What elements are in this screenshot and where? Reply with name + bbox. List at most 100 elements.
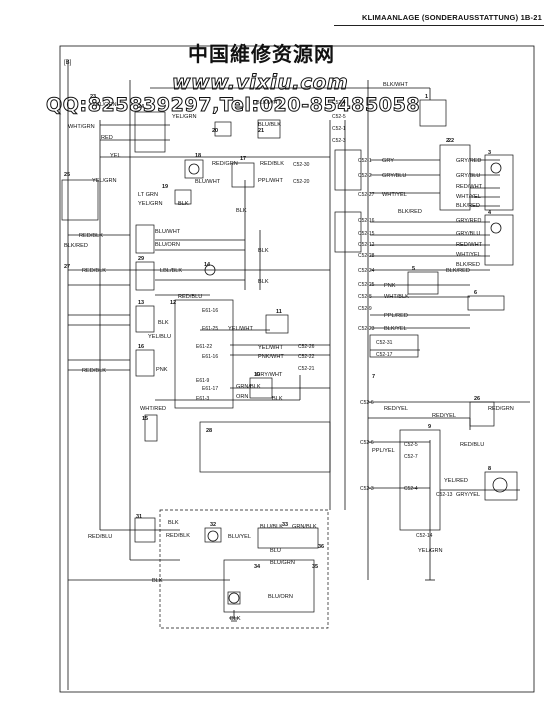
wire-label: BLU/GRN [270,560,295,566]
component-18 [184,159,204,179]
connector-tag: C52-1 [332,126,346,132]
connector-tag: C52-13 [436,492,453,498]
connector-tag: C52-7 [404,454,418,460]
wire-label: PPL/WHT [258,178,283,184]
connector-tag: C52-20 [293,179,310,185]
component-number: 25 [64,172,70,178]
wire-label: BLK/RED [446,268,470,274]
connector-tags: C52-4 C52-5 C52-1 C52-3 C52-30 C52-20 C5… [196,100,453,539]
connector-tag: E61-25 [202,326,218,332]
wire-label: GRY/BLU [456,231,480,237]
wire-label: GRN/BLK [292,524,317,530]
component-number: 20 [212,128,218,134]
wire-label: WHT/GRN [68,124,95,130]
component-number: 13 [138,300,144,306]
wire-label: YEL/GRN [138,201,163,207]
wire-label: BLK [230,616,241,622]
wire-label: YEL/GRN [172,114,197,120]
component-33 [257,527,319,549]
component-19 [174,189,192,205]
component-4 [484,214,514,266]
component-15 [144,414,158,442]
component-number: 10 [254,372,260,378]
component-number: 31 [136,514,142,520]
connector-tag: C52-17 [376,352,393,358]
wire-label: RED/YEL [432,413,456,419]
connector-tag: C52-22 [298,354,315,360]
wire-label: YEL/WHT [228,326,253,332]
connector-tag: C52-2 [358,173,372,179]
wire-label: RED/BLK [82,368,106,374]
component-5 [407,271,439,295]
component-number: 23 [90,94,96,100]
wire-label: WHT/YEL [382,192,407,198]
wire-label: BLK/RED [398,209,422,215]
connector-tag: C52-21 [298,366,315,372]
component-number: 32 [210,522,216,528]
wire-label: RED/BLU [178,294,202,300]
connector-tag: C52-6 [360,400,374,406]
component-c52-block-b [334,211,362,253]
component-number: 34 [254,564,261,570]
wire-label: GRY/BLU [456,173,480,179]
wire-label: BLK/RED [456,262,480,268]
wire-label: BLU/WHT [155,229,181,235]
wire-label: WHT/RED [140,406,166,412]
wire-label: RED [101,135,113,141]
wire-label: YEL [110,153,121,159]
wire-label: BLK [258,248,269,254]
main-wiring [67,60,530,690]
component-number: 27 [64,264,70,270]
wire-label: BLK/RED [456,203,480,209]
component-28 [199,421,331,473]
wire-label: GRY [382,158,394,164]
component-number: 19 [162,184,168,190]
wire-label: RED/BLU [88,534,112,540]
watermark-line-3: QQ:825839297,Tel:020-85485058 [45,94,421,117]
wire-label: BLK/WHT [383,82,408,88]
connector-tag: C52-12 [358,242,375,248]
component-relay-a [135,224,155,254]
page-header: KLIMAANLAGE (SONDERAUSSTATTUNG) 1B-21 [0,0,548,30]
connector-tag: E61-3 [196,396,210,402]
component-number: 18 [195,153,201,159]
wire-label: RED/BLK [82,268,106,274]
component-16 [135,349,155,377]
connector-tag: C52-6 [360,440,374,446]
wire-label: BLU/WHT [195,179,221,185]
component-number: 28 [206,428,212,434]
component-number: 24 [138,104,145,110]
ground-symbols [229,575,435,622]
wire-label: GRY/RED [456,218,481,224]
wire-label: BLK [178,201,189,207]
wire-label: RED/WHT [456,184,483,190]
wire-label: PPL/RED [384,313,408,319]
connector-tag: E61-16 [202,308,218,314]
connector-tag: C52-9 [358,306,372,312]
wire-label: BLK [258,279,269,285]
wire-label: RED/BLK [166,533,190,539]
motors [188,162,508,604]
wire-label: PPL/YEL [372,448,395,454]
components [61,99,518,629]
connector-tag: C52-26 [298,344,315,350]
component-2 [439,144,471,211]
wire-label: BLU/BLK [260,524,283,530]
connector-tag: E61-9 [196,378,210,384]
component-8 [484,471,518,501]
component-number: 9 [428,424,431,430]
wire-label: GRY/BLU [382,173,406,179]
component-13 [135,305,155,333]
component-number: 17 [240,156,246,162]
wire-label: YEL/WHT [258,345,283,351]
watermark-line-2: www.vixiu.com [171,70,349,95]
connector-tag: C52-1 [358,158,372,164]
component-number: 6 [474,290,477,296]
wire-label: BLU/YEL [228,534,251,540]
component-number: 12 [170,300,176,306]
component-number: 21 [258,128,264,134]
component-17 [231,162,255,188]
component-number: 8 [488,466,491,472]
component-number: 3 [488,150,491,156]
